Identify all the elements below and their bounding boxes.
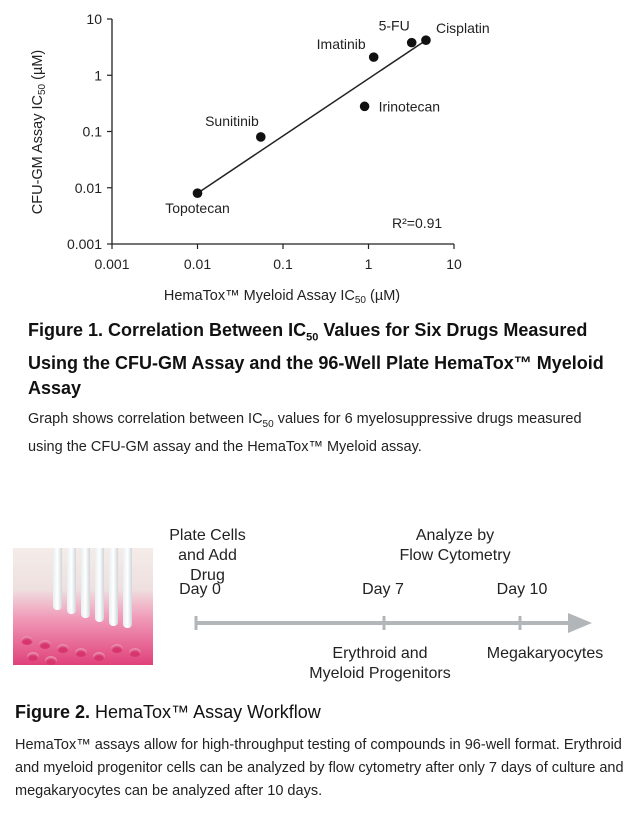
- figure-1-description: Graph shows correlation between IC50 val…: [28, 408, 618, 458]
- chart-axes: [111, 19, 454, 245]
- y-tick-label: 0.001: [67, 236, 102, 252]
- figure-1-title: Figure 1. Correlation Between IC50 Value…: [28, 318, 628, 401]
- figure-1-title-text: Correlation Between IC50 Values for Six …: [28, 320, 604, 398]
- chart-ticks: 0.001 0.01 0.1 1 10 0.001 0.01 0.1 1 10: [67, 11, 462, 272]
- pipette-tip: [53, 548, 62, 610]
- step-1-day-label: Day 7: [362, 581, 404, 598]
- axis-label-main: HemaTox™ Myeloid Assay IC: [164, 288, 355, 304]
- figure-2-title-text: HemaTox™ Assay Workflow: [95, 702, 321, 722]
- pipette-plate-photo: [13, 548, 153, 665]
- figure-1-title-sub: 50: [306, 331, 319, 344]
- point-label-irinotecan: Irinotecan: [379, 98, 440, 114]
- point-label-cisplatin: Cisplatin: [436, 20, 490, 36]
- figure-1-desc-part1: Graph shows correlation between IC: [28, 411, 263, 427]
- figure-1-title-part2: Values for Six Drugs Measured Using the …: [28, 320, 604, 398]
- figure-2-label: Figure 2.: [15, 702, 91, 722]
- x-tick-label: 1: [365, 256, 373, 272]
- data-point-cisplatin: [421, 35, 431, 45]
- y-tick-label: 1: [94, 67, 102, 83]
- plate-well: [57, 644, 69, 653]
- figure-1-desc-part2: values for 6 myelosuppressive drugs meas…: [28, 411, 582, 455]
- step-0-top-label: Plate Cells and Add Drug: [169, 527, 246, 584]
- x-tick-label: 0.1: [273, 256, 293, 272]
- point-label-sunitinib: Sunitinib: [205, 113, 259, 129]
- data-point-imatinib: [368, 52, 379, 62]
- pipette-tip: [67, 548, 76, 614]
- axis-label-sub: 50: [37, 83, 48, 95]
- plate-well: [129, 648, 141, 657]
- data-point-5-fu: [406, 37, 417, 48]
- plate-well: [45, 656, 57, 665]
- timeline-arrow: [194, 613, 592, 633]
- workflow-timeline: Plate Cells and Add Drug Day 0 Analyze b…: [160, 520, 630, 690]
- axis-label-unit: (µM): [366, 288, 400, 304]
- plate-well: [93, 652, 105, 661]
- step-2-bottom-label: Megakaryocytes: [486, 645, 604, 662]
- figure-2-title: Figure 2. HemaTox™ Assay Workflow: [15, 700, 321, 724]
- y-tick-label: 0.01: [75, 180, 102, 196]
- axis-label-sub: 50: [355, 295, 367, 306]
- x-axis-label: HemaTox™ Myeloid Assay IC50 (µM): [164, 288, 400, 306]
- x-tick-label: 10: [446, 256, 462, 272]
- step-2-day-label: Day 10: [496, 581, 548, 598]
- plate-well: [75, 648, 87, 657]
- data-point-topotecan: [192, 188, 203, 199]
- y-tick-label: 10: [86, 11, 102, 27]
- step-0-day-label: Day 0: [179, 581, 221, 598]
- figure-1-label: Figure 1.: [28, 320, 104, 340]
- pipette-tip: [123, 548, 132, 628]
- pipette-tip: [81, 548, 90, 618]
- correlation-scatter-chart: 0.001 0.01 0.1 1 10 0.001 0.01 0.1 1 10 Topotecan…: [30, 11, 490, 306]
- figure-1-desc-sub: 50: [262, 418, 274, 430]
- point-label-topotecan: Topotecan: [165, 200, 230, 216]
- x-tick-label: 0.01: [184, 256, 211, 272]
- timeline-arrowhead: [568, 613, 592, 633]
- data-point-irinotecan: [359, 101, 370, 112]
- r-squared-annotation: R²=0.91: [392, 215, 442, 231]
- pipette-tip: [95, 548, 104, 622]
- x-tick-label: 0.001: [94, 256, 129, 272]
- fit-line-group: [197, 39, 427, 194]
- point-label-imatinib: Imatinib: [317, 36, 366, 52]
- axis-label-unit: (µM): [30, 50, 46, 84]
- y-axis-label: CFU-GM Assay IC50 (µM): [30, 50, 48, 214]
- axis-label-main: CFU-GM Assay IC: [30, 95, 46, 214]
- step-1-top-label: Analyze by Flow Cytometry: [399, 527, 511, 564]
- plate-well: [111, 644, 123, 653]
- figure-1-title-part1: Correlation Between IC: [108, 320, 307, 340]
- figure-2-description: HemaTox™ assays allow for high-throughpu…: [15, 737, 624, 799]
- data-point-sunitinib: [256, 132, 266, 142]
- y-tick-label: 0.1: [83, 124, 103, 140]
- point-label-5-fu: 5-FU: [379, 18, 410, 34]
- fit-line: [197, 39, 427, 194]
- plate-well: [27, 652, 39, 661]
- plate-well: [21, 636, 33, 645]
- step-1-bottom-label: Erythroid and Myeloid Progenitors: [309, 645, 451, 682]
- pipette-tip: [109, 548, 118, 626]
- point-labels: Topotecan Sunitinib Irinotecan Imatinib 5-FU…: [165, 18, 489, 217]
- plate-well: [39, 640, 51, 649]
- data-points: [192, 35, 431, 199]
